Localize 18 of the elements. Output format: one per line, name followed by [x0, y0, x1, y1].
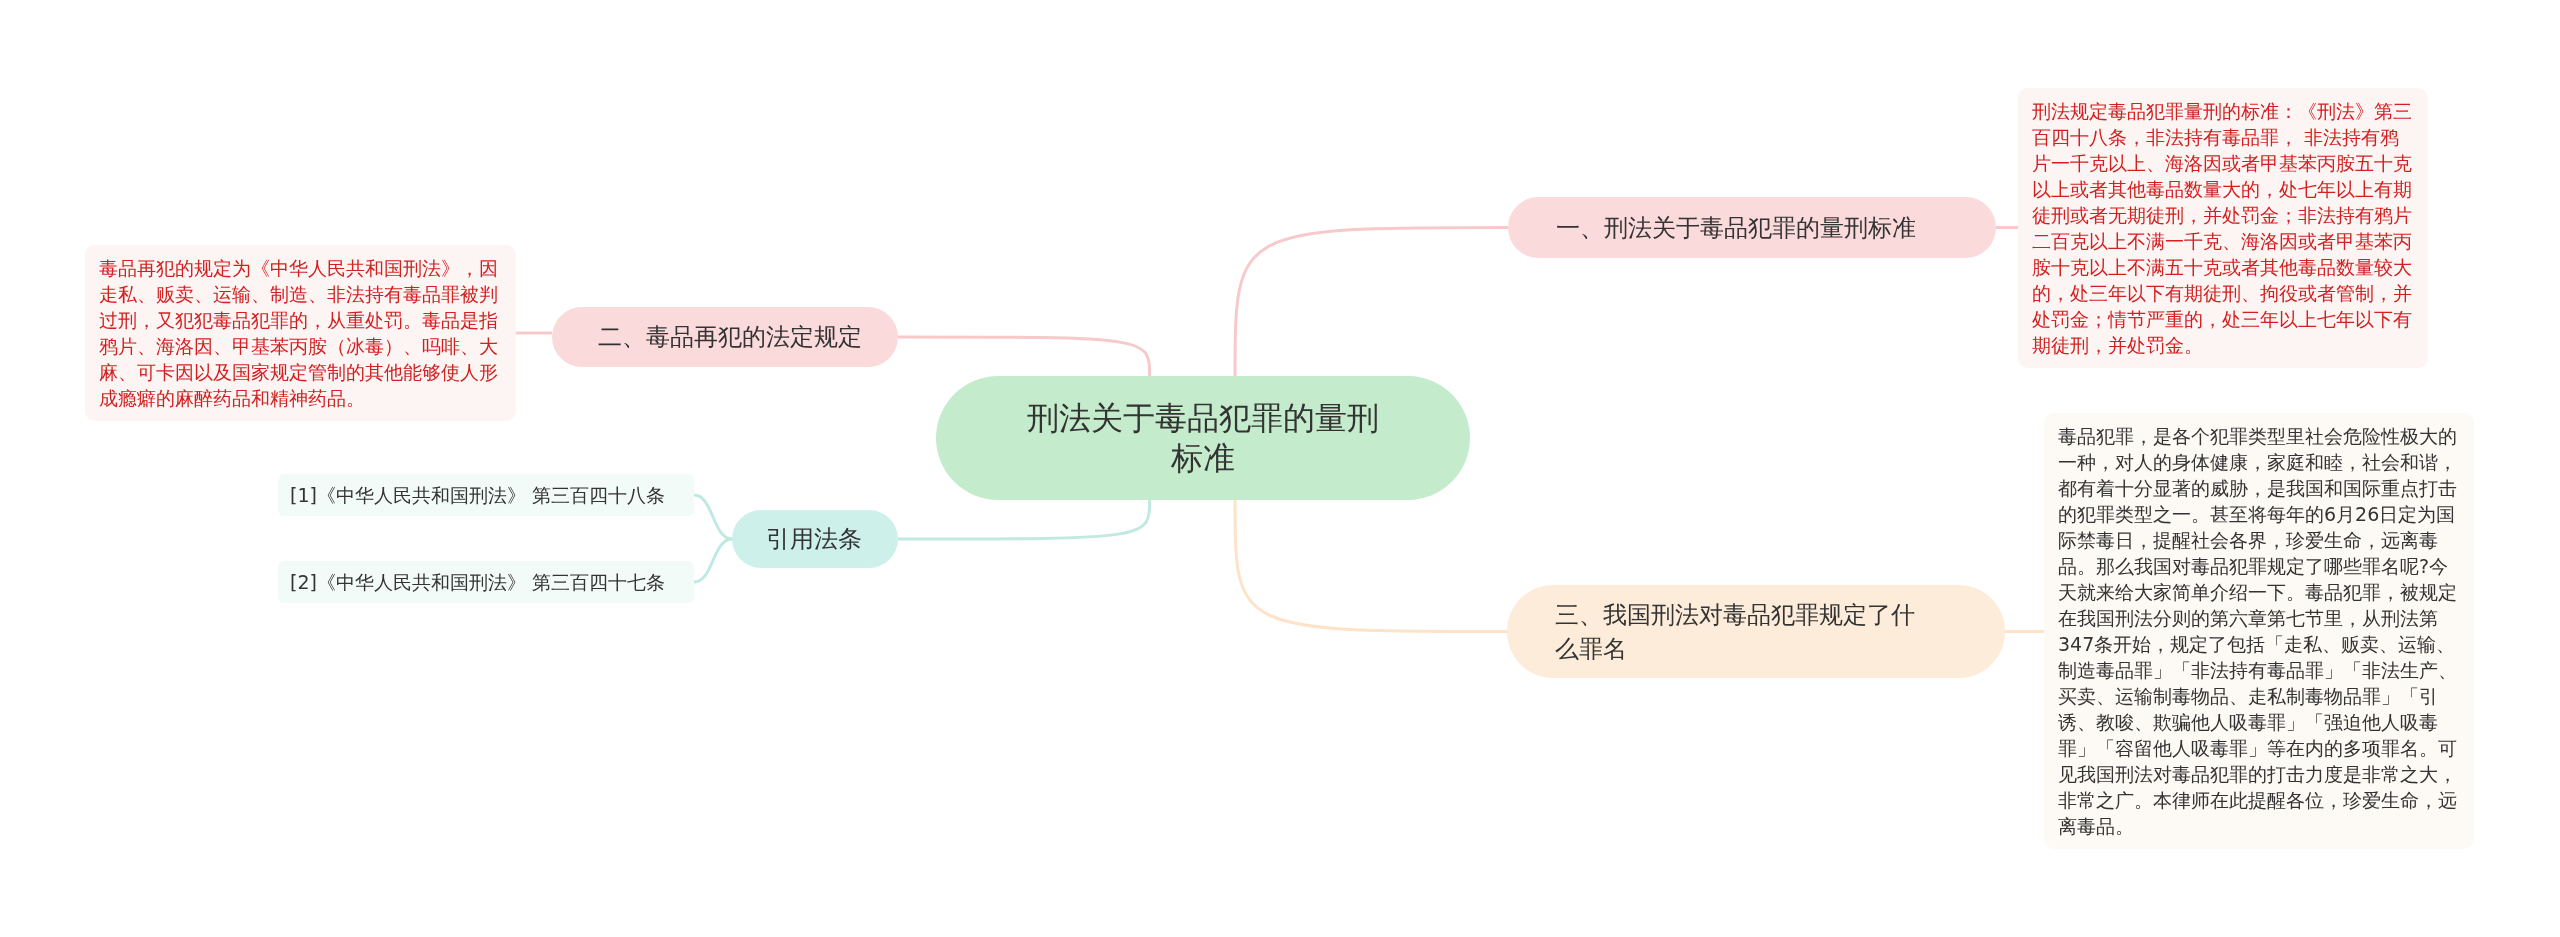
- note-card: 刑法规定毒品犯罪量刑的标准：《刑法》第三百四十八条，非法持有毒品罪， 非法持有鸦片一千克以上、海洛因或者甲基苯丙胺五十克以上或者其他毒品数量大的，处七年以上有期徒刑或者无期徒刑，并处罚金；非法持有鸦片二百克以上不满一千克、海洛因或者甲基苯丙胺十克以上不满五十克或者其他毒品数量较大的，处三年以下有期徒刑、拘役或者管制，并处罚金；情节严重的，处三年以上七年以下有期徒刑，并处罚金。: [2018, 88, 2428, 368]
- connector-line: [1996, 226, 2018, 229]
- reference-item: [1]《中华人民共和国刑法》 第三百四十八条: [278, 474, 694, 516]
- connector-line: [693, 493, 733, 541]
- reference-item: [2]《中华人民共和国刑法》 第三百四十七条: [278, 561, 694, 603]
- topic-node: 二、毒品再犯的法定规定: [552, 307, 898, 367]
- topic-node: 一、刑法关于毒品犯罪的量刑标准: [1508, 197, 1996, 258]
- topic-node: 三、我国刑法对毒品犯罪规定了什么罪名: [1507, 585, 2005, 678]
- connector-line: [693, 537, 733, 584]
- connector-line: [516, 331, 552, 335]
- note-card: 毒品犯罪，是各个犯罪类型里社会危险性极大的一种，对人的身体健康，家庭和睦，社会和谐，都有着十分显著的威胁，是我国和国际重点打击的犯罪类型之一。甚至将每年的6月26日定为国际禁毒日，提醒社会各界，珍爱生命，远离毒品。那么我国对毒品犯罪规定了哪些罪名呢?今天就来给大家简单介绍一下。毒品犯罪，被规定在我国刑法分则的第六章第七节里，从刑法第347条开始，规定了包括「走私、贩卖、运输、制造毒品罪」「非法持有毒品罪」「非法生产、买卖、运输制毒物品、走私制毒物品罪」「引诱、教唆、欺骗他人吸毒罪」「强迫他人吸毒罪」「容留他人吸毒罪」等在内的多项罪名。可见我国刑法对毒品犯罪的打击力度是非常之大，非常之广。本律师在此提醒各位，珍爱生命，远离毒品。: [2044, 413, 2474, 849]
- connector-line: [1233, 226, 1508, 376]
- connector-line: [898, 335, 1152, 377]
- topic-node: 引用法条: [732, 510, 898, 568]
- central-topic: 刑法关于毒品犯罪的量刑标准: [936, 376, 1470, 500]
- note-card: 毒品再犯的规定为《中华人民共和国刑法》，因走私、贩卖、运输、制造、非法持有毒品罪被判过刑，又犯犯毒品犯罪的，从重处罚。毒品是指鸦片、海洛因、甲基苯丙胺（冰毒）、吗啡、大麻、可卡因以及国家规定管制的其他能够使人形成瘾癖的麻醉药品和精神药品。: [85, 245, 516, 421]
- connector-line: [2005, 630, 2044, 633]
- connector-line: [1233, 500, 1507, 633]
